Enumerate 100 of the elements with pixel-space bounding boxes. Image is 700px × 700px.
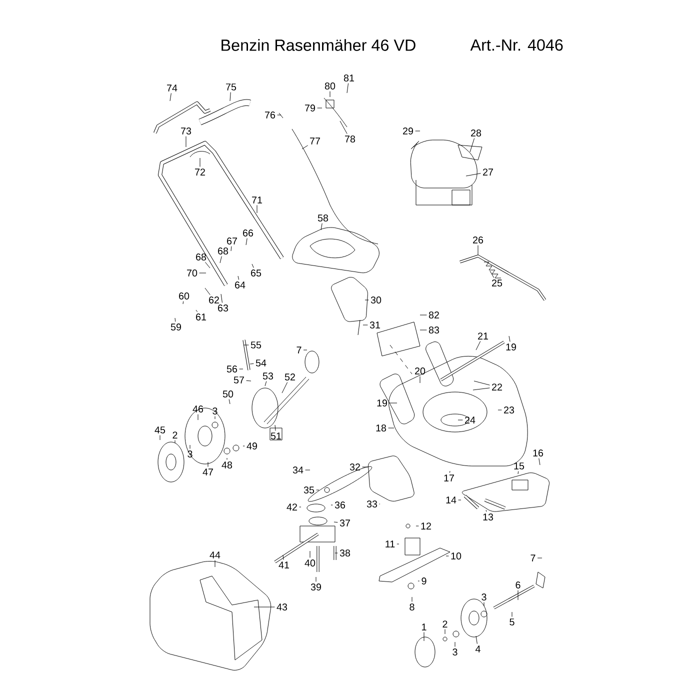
leader-line: [420, 314, 427, 316]
callout-number: 14: [446, 496, 456, 504]
callout-number: 55: [250, 342, 262, 348]
callout-number: 38: [340, 550, 350, 556]
leader-line: [246, 238, 248, 246]
callout-number: 8: [410, 604, 414, 610]
callout-number: 78: [345, 136, 356, 142]
callout-number: 65: [251, 270, 262, 276]
callout-number: 43: [276, 604, 288, 610]
callout-number: 47: [202, 468, 213, 476]
callout-number: 2: [442, 620, 448, 628]
callout-number: 31: [370, 322, 380, 328]
callout-number: 21: [478, 332, 488, 340]
callout-number: 35: [304, 486, 314, 494]
callout-number: 17: [444, 474, 454, 482]
callout-number: 28: [471, 130, 482, 136]
callout-number: 39: [310, 584, 321, 590]
callout-number: 25: [492, 280, 502, 286]
leader-line: [476, 340, 481, 350]
callout-number: 75: [226, 84, 236, 90]
callout-number: 82: [428, 312, 439, 318]
callout-number: 46: [192, 406, 204, 412]
callout-number: 56: [226, 366, 238, 372]
leader-line: [282, 382, 288, 394]
leader-line: [490, 270, 494, 278]
callout-number: 23: [504, 406, 514, 414]
callout-number: 45: [154, 426, 166, 434]
leader-line: [508, 336, 510, 342]
leader-line: [204, 288, 210, 296]
leader-line: [252, 264, 254, 268]
callout-number: 53: [262, 372, 274, 380]
callout-number: 9: [422, 578, 426, 584]
leader-line: [486, 510, 487, 512]
leader-line: [340, 120, 348, 134]
callout-number: 3: [212, 408, 218, 414]
leader-line: [346, 83, 349, 94]
callout-number: 19: [377, 400, 387, 406]
callout-number: 34: [292, 466, 304, 474]
leader-line: [454, 642, 456, 647]
leader-line: [256, 204, 258, 214]
callout-number: 71: [252, 196, 262, 204]
callout-number: 7: [530, 554, 536, 562]
callout-number: 50: [222, 390, 234, 398]
callout-number: 41: [278, 562, 289, 568]
callout-number: 57: [234, 376, 244, 384]
title: Benzin Rasenmäher 46 VD: [222, 39, 416, 51]
leader-line: [474, 380, 490, 386]
callout-number: 3: [188, 450, 192, 458]
callout-number: 12: [421, 522, 431, 530]
callout-number: 1: [422, 624, 426, 630]
leader-line: [264, 381, 267, 386]
callout-number: 44: [210, 552, 220, 558]
callout-number: 18: [376, 424, 386, 432]
leader-line: [220, 294, 222, 303]
leader-line: [299, 506, 302, 508]
leader-line: [230, 246, 232, 252]
callout-number: 49: [246, 442, 257, 450]
callout-number: 83: [428, 326, 440, 334]
callout-number: 61: [196, 314, 206, 320]
callout-number: 16: [533, 450, 544, 456]
callout-number: 6: [516, 582, 520, 588]
callout-number: 19: [506, 344, 516, 350]
callout-number: 33: [366, 500, 378, 508]
callout-number: 36: [334, 502, 346, 508]
callout-number: 7: [296, 346, 302, 354]
leader-line: [538, 458, 540, 466]
leader-line: [250, 363, 254, 364]
leader-line: [239, 368, 244, 370]
leader-line: [362, 466, 368, 468]
callout-number: 11: [386, 540, 395, 548]
leader-line: [415, 130, 420, 132]
leader-line: [302, 145, 308, 150]
callout-number: 15: [514, 462, 524, 470]
callout-number: 32: [350, 464, 360, 470]
callout-number: 68: [218, 248, 228, 254]
callout-number: 64: [235, 282, 246, 288]
leader-line: [476, 636, 478, 644]
callout-number: 72: [195, 168, 205, 176]
callout-number: 24: [465, 416, 476, 424]
callout-number: 67: [227, 238, 237, 244]
leader-line: [228, 399, 230, 404]
leader-line: [226, 458, 228, 460]
leader-line: [204, 262, 210, 268]
leader-line: [246, 380, 252, 382]
callout-number: 13: [483, 514, 494, 520]
leader-line: [362, 324, 368, 326]
callout-number: 2: [172, 432, 178, 438]
leader-line: [470, 138, 475, 152]
leader-line: [244, 344, 249, 346]
leader-line: [254, 606, 275, 608]
callout-number: 26: [473, 236, 484, 244]
callout-number: 48: [222, 462, 232, 468]
callout-number: 54: [256, 360, 266, 366]
callout-number: 40: [304, 560, 316, 566]
leader-line: [174, 440, 176, 444]
callout-number: 73: [181, 128, 192, 134]
leader-line: [174, 318, 176, 322]
callout-number: 77: [310, 138, 320, 144]
callout-number: 51: [270, 432, 281, 440]
article-number: Art.-Nr. 4046: [470, 39, 563, 51]
